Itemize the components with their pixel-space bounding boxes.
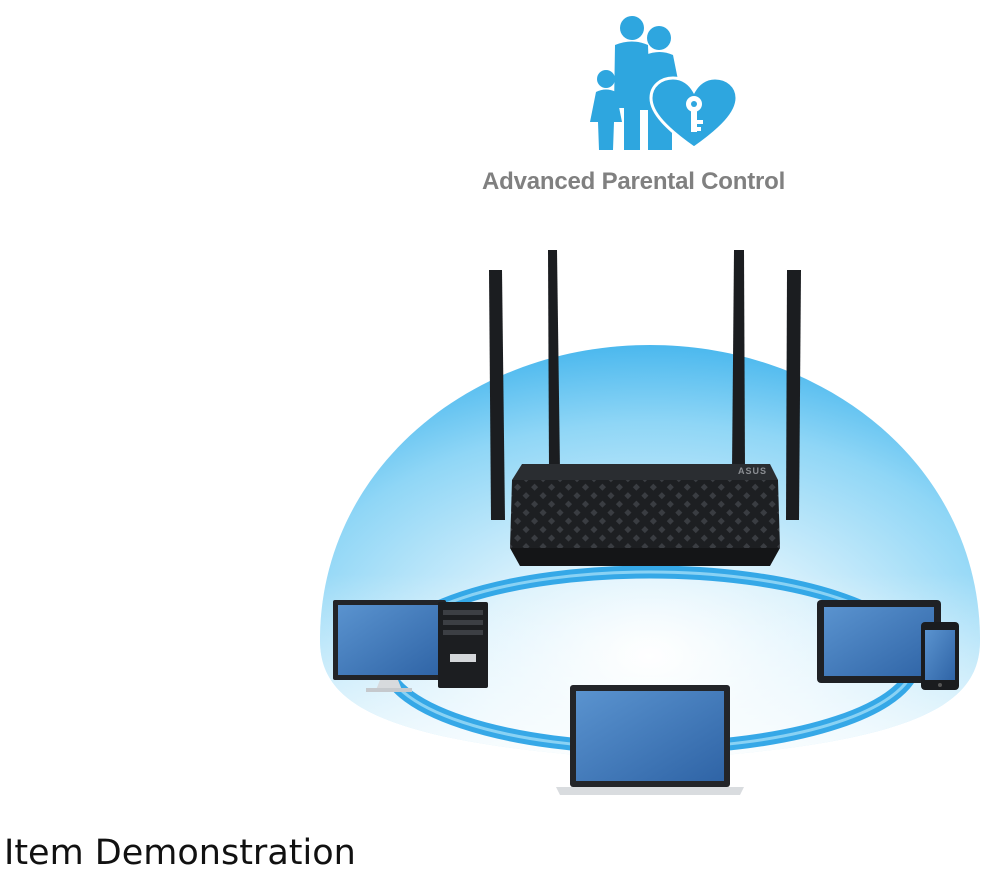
image-caption: Item Demonstration	[4, 833, 356, 873]
laptop-icon	[556, 685, 744, 795]
router-antennas	[489, 250, 801, 520]
router-brand-logo: ASUS	[738, 466, 767, 476]
feature-title: Advanced Parental Control	[482, 168, 786, 195]
router: ASUS	[489, 250, 801, 566]
family-heart-key-icon	[590, 16, 739, 150]
tablet-phone-icon	[817, 600, 959, 690]
desktop-monitor-tower-icon	[333, 600, 488, 692]
